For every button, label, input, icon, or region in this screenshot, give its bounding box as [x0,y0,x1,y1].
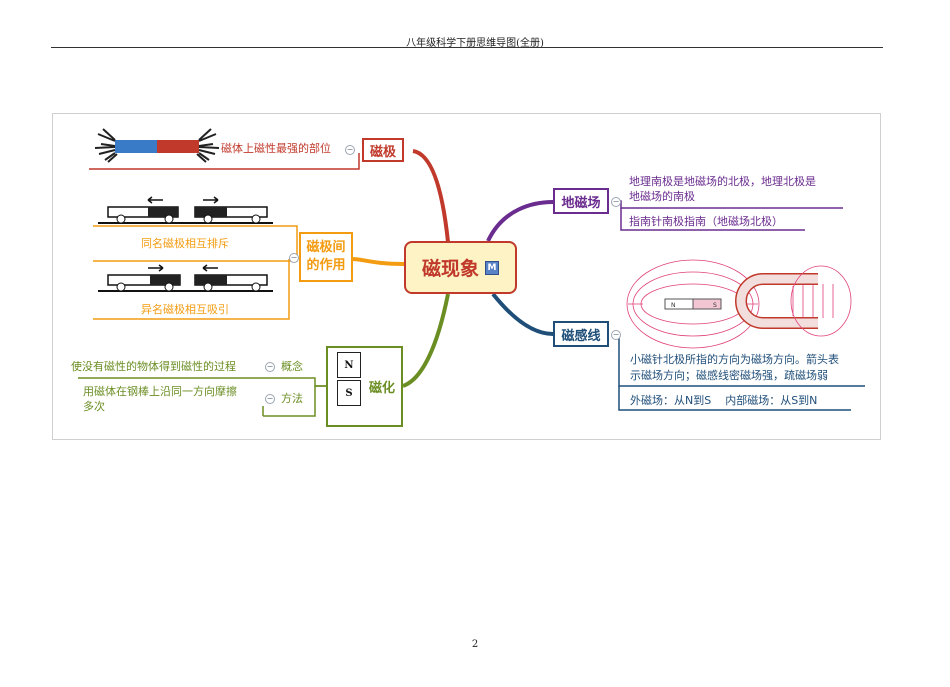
pole-interaction-item-attract: 异名磁极相互吸引 [141,303,229,316]
mindmap-marker-icon: M [485,260,499,275]
magnet-s-pole: S [337,380,361,406]
bar-magnet-field-illustration [626,259,760,349]
page-number: 2 [471,639,479,650]
collapse-icon[interactable]: − [345,145,355,155]
magnetization-method-text-line2: 多次 [83,400,105,413]
collapse-icon[interactable]: − [265,394,275,404]
field-lines-item-2: 外磁场：从N到S 内部磁场：从S到N [630,394,818,407]
magnetization-concept-text: 使没有磁性的物体得到磁性的过程 [71,360,236,373]
magnetization-method-text-line1: 用磁体在钢棒上沿同一方向摩擦 [83,385,237,398]
branch-magnetic-pole-label: 磁极 [369,144,396,160]
collapse-icon[interactable]: − [265,362,275,372]
branch-field-lines-label: 磁感线 [561,328,601,344]
collapse-icon[interactable]: − [611,197,621,207]
branch-magnetization: 磁化 [326,346,403,427]
horseshoe-magnet-illustration [735,265,852,337]
pole-interaction-item-repel: 同名磁极相互排斥 [141,237,229,250]
magnetic-pole-detail: 磁体上磁性最强的部位 [221,142,331,155]
pole-interaction-label-line1: 磁极间 [306,240,346,255]
central-node-label: 磁现象 [421,258,479,280]
magnetization-concept-tag: 概念 [281,360,303,373]
branch-pole-interaction: 磁极间 的作用 [299,232,353,282]
sn-magnet-illustration: N S [337,352,361,406]
earth-field-item-1-line1: 地理南极是地磁场的北极，地理北极是 [629,175,816,188]
repelling-carts-illustration [98,196,273,224]
branch-earth-field-label: 地磁场 [561,195,601,211]
bar-magnet-s-label: S [713,302,717,309]
collapse-icon[interactable]: − [611,330,621,340]
branch-magnetization-label: 磁化 [368,381,395,396]
magnetization-method-tag: 方法 [281,392,303,405]
attracting-carts-illustration [98,264,273,292]
branch-field-lines: 磁感线 [553,321,609,347]
bar-magnet-n-label: N [671,302,676,309]
earth-field-item-1-line2: 地磁场的南极 [629,190,695,203]
field-lines-item-1-line1: 小磁针北极所指的方向为磁场方向。箭头表 [630,353,839,366]
header-divider [51,47,883,48]
bar-magnet-filings-illustration [94,128,220,163]
pole-interaction-label-line2: 的作用 [306,258,346,273]
document-header-title: 八年级科学下册思维导图(全册) [406,38,544,49]
collapse-icon[interactable]: − [289,253,299,263]
magnet-n-pole: N [337,352,361,378]
branch-earth-field: 地磁场 [553,188,609,214]
mind-map-figure: 磁现象 M 磁极 磁体上磁性最强的部位 − 磁极间 的作用 − 同名磁极相互排斥… [52,113,881,440]
field-lines-item-1-line2: 示磁场方向；磁感线密磁场强，疏磁场弱 [630,369,828,382]
earth-field-item-2: 指南针南极指南（地磁场北极） [629,215,783,228]
central-node: 磁现象 M [404,241,517,294]
branch-magnetic-pole: 磁极 [362,138,404,162]
